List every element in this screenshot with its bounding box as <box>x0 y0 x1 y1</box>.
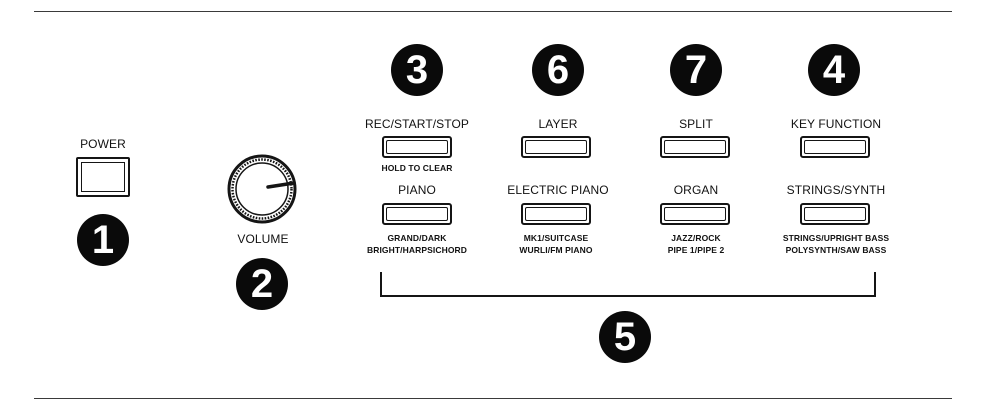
rec-start-stop-button[interactable] <box>382 136 452 158</box>
electric-piano-button[interactable] <box>521 203 591 225</box>
hold-to-clear-label: HOLD TO CLEAR <box>381 163 453 173</box>
organ-voices-line2: PIPE 1/PIPE 2 <box>667 245 725 255</box>
piano-voices-line2: BRIGHT/HARPSICHORD <box>366 245 468 255</box>
layer-button[interactable] <box>521 136 591 158</box>
marker-6: 6 <box>532 44 584 96</box>
marker-5: 5 <box>599 311 651 363</box>
strings-synth-voices-line2: POLYSYNTH/SAW BASS <box>785 245 887 255</box>
piano-button[interactable] <box>382 203 452 225</box>
electric-piano-label: ELECTRIC PIANO <box>507 183 609 197</box>
piano-voices-line1: GRAND/DARK <box>387 233 447 243</box>
marker-3: 3 <box>391 44 443 96</box>
rec-start-stop-label: REC/START/STOP <box>364 117 470 131</box>
key-function-label: KEY FUNCTION <box>790 117 882 131</box>
organ-button[interactable] <box>660 203 730 225</box>
marker-1: 1 <box>77 214 129 266</box>
power-label: POWER <box>80 137 126 151</box>
marker-7: 7 <box>670 44 722 96</box>
electric-piano-voices-line2: WURLI/FM PIANO <box>519 245 593 255</box>
top-divider <box>34 11 952 12</box>
strings-synth-voices-line1: STRINGS/UPRIGHT BASS <box>782 233 890 243</box>
bottom-divider <box>34 398 952 399</box>
piano-label: PIANO <box>398 183 436 197</box>
split-label: SPLIT <box>679 117 713 131</box>
volume-knob-icon[interactable] <box>226 153 298 225</box>
key-function-button[interactable] <box>800 136 870 158</box>
marker-2: 2 <box>236 258 288 310</box>
split-button[interactable] <box>660 136 730 158</box>
organ-label: ORGAN <box>673 183 719 197</box>
electric-piano-voices-line1: MK1/SUITCASE <box>523 233 589 243</box>
layer-label: LAYER <box>538 117 578 131</box>
power-button[interactable] <box>76 157 130 197</box>
strings-synth-label: STRINGS/SYNTH <box>786 183 886 197</box>
strings-synth-button[interactable] <box>800 203 870 225</box>
voice-group-bracket <box>380 272 876 297</box>
marker-4: 4 <box>808 44 860 96</box>
organ-voices-line1: JAZZ/ROCK <box>671 233 721 243</box>
volume-label: VOLUME <box>237 232 289 246</box>
